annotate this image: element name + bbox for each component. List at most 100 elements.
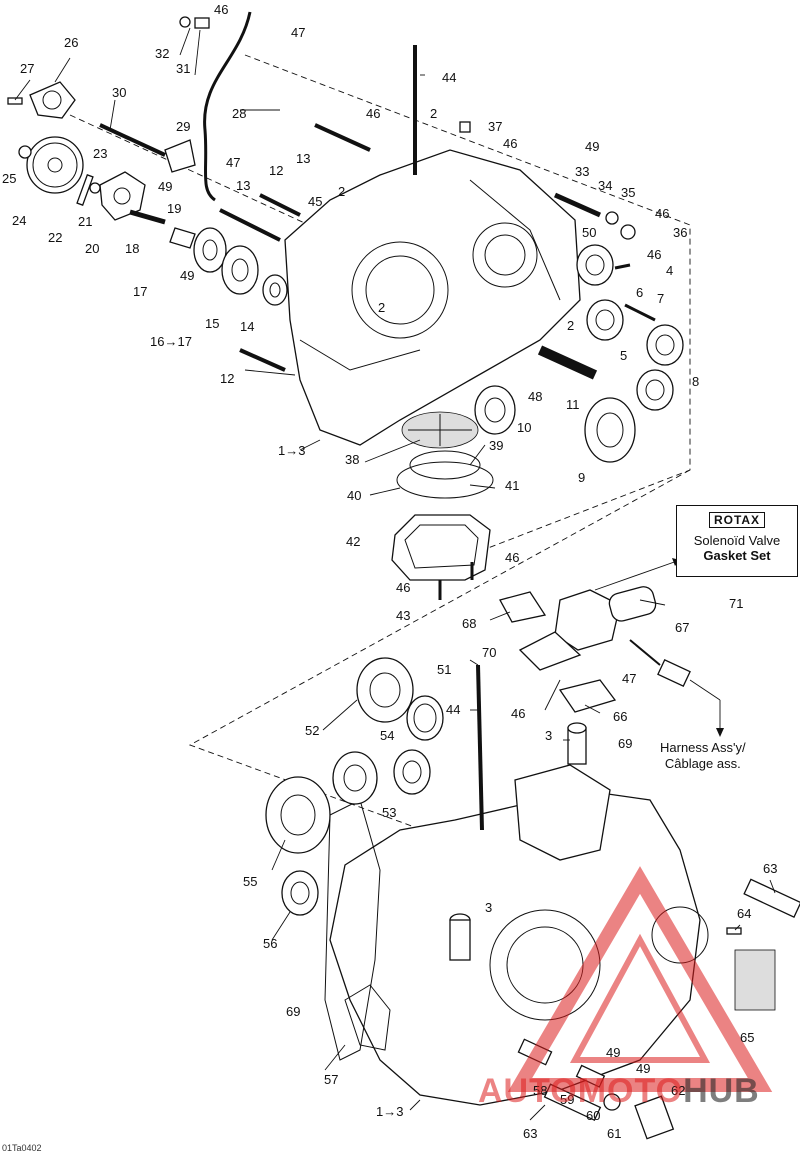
callout-3b: 3 [485,900,492,915]
callout-24: 24 [12,213,26,228]
harness-label-line-2: Câblage ass. [664,756,741,771]
callout-10: 10 [517,420,531,435]
callout-36: 36 [673,225,687,240]
callout-66: 66 [613,709,627,724]
callout-49c: 49 [585,139,599,154]
harness-label-line-1: Harness Ass'y/ [660,740,746,755]
callout-21: 21 [78,214,92,229]
callout-61: 61 [607,1126,621,1141]
callout-49a: 49 [158,179,172,194]
callout-13a: 13 [296,151,310,166]
callout-55: 55 [243,874,257,889]
callout-30: 30 [112,85,126,100]
callout-64: 64 [737,906,751,921]
watermark-part-1: AUTOMOTO [478,1072,684,1110]
callout-43: 43 [396,608,410,623]
callout-46d: 46 [655,206,669,221]
callout-39: 39 [489,438,503,453]
callout-65: 65 [740,1030,754,1045]
callout-38: 38 [345,452,359,467]
callout-52: 52 [305,723,319,738]
callout-46f: 46 [505,550,519,565]
callout-6: 6 [636,285,643,300]
kit-line-1: Solenoïd Valve [693,533,781,548]
callout-22: 22 [48,230,62,245]
oil-pump-gear-group [7,11,288,306]
callout-26: 26 [64,35,78,50]
lower-bearings [265,657,484,916]
callout-11: 11 [566,397,580,412]
callout-69b: 69 [286,1004,300,1019]
callout-44a: 44 [442,70,456,85]
callout-17: 17 [133,284,147,299]
callout-57: 57 [324,1072,338,1087]
callout-19: 19 [167,201,181,216]
watermark-triangle [507,866,773,1092]
callout-12a: 12 [269,163,283,178]
callout-47b: 47 [226,155,240,170]
callout-41: 41 [505,478,519,493]
callout-46e: 46 [647,247,661,262]
callout-27: 27 [20,61,34,76]
callout-29: 29 [176,119,190,134]
callout-8: 8 [692,374,699,389]
callout-71: 71 [729,596,743,611]
callout-14: 14 [240,319,254,334]
rotax-logo: ROTAX [708,512,766,528]
callout-13b: 13 [236,178,250,193]
callout-16-17: 16→17 [150,334,192,349]
callout-42: 42 [346,534,360,549]
callout-37: 37 [488,119,502,134]
callout-2a: 2 [430,106,437,121]
callout-49d: 49 [606,1045,620,1060]
callout-62: 62 [671,1083,685,1098]
callout-59: 59 [560,1092,574,1107]
callout-20: 20 [85,241,99,256]
callout-56: 56 [263,936,277,951]
callout-labels: 1→3 2 2 2 2 3 3 4 5 6 7 8 9 10 11 12 12 … [2,2,777,1141]
callout-28: 28 [232,106,246,121]
callout-2c: 2 [378,300,385,315]
callout-46g: 46 [396,580,410,595]
callout-7: 7 [657,291,664,306]
upper-studs-bolts [219,45,656,380]
callout-15: 15 [205,316,219,331]
callout-1-3-lower: 1→3 [376,1104,403,1119]
callout-40: 40 [347,488,361,503]
lower-crankcase [324,722,709,1106]
upper-crankcase [284,149,581,446]
callout-45: 45 [308,194,322,209]
callout-1-3: 1→3 [278,443,305,458]
callout-23: 23 [93,146,107,161]
callout-44b: 44 [446,702,460,717]
callout-2d: 2 [567,318,574,333]
callout-63a: 63 [763,861,777,876]
assembly-dash-left [69,114,386,261]
callout-4: 4 [666,263,673,278]
callout-25: 25 [2,171,16,186]
kit-line-2: Gasket Set [703,548,771,563]
callout-9: 9 [578,470,585,485]
oil-strainer-cover [391,411,494,600]
callout-53: 53 [382,805,396,820]
callout-48: 48 [528,389,542,404]
leader-lines [14,27,776,1121]
callout-63b: 63 [523,1126,537,1141]
callout-67: 67 [675,620,689,635]
callout-18: 18 [125,241,139,256]
callout-49b: 49 [180,268,194,283]
callout-47a: 47 [291,25,305,40]
solenoid-gasket-kit-box: ROTAX Solenoïd Valve Gasket Set [676,505,798,577]
callout-46h: 46 [511,706,525,721]
callout-68: 68 [462,616,476,631]
callout-34: 34 [598,178,612,193]
callout-46c: 46 [503,136,517,151]
callout-47c: 47 [622,671,636,686]
assembly-dash-middle [188,469,691,841]
callout-3a: 3 [545,728,552,743]
callout-12b: 12 [220,371,234,386]
callout-2b: 2 [338,184,345,199]
automotohub-watermark: AUTOMOTOHUB [478,1072,760,1111]
upper-bearings [474,244,684,463]
